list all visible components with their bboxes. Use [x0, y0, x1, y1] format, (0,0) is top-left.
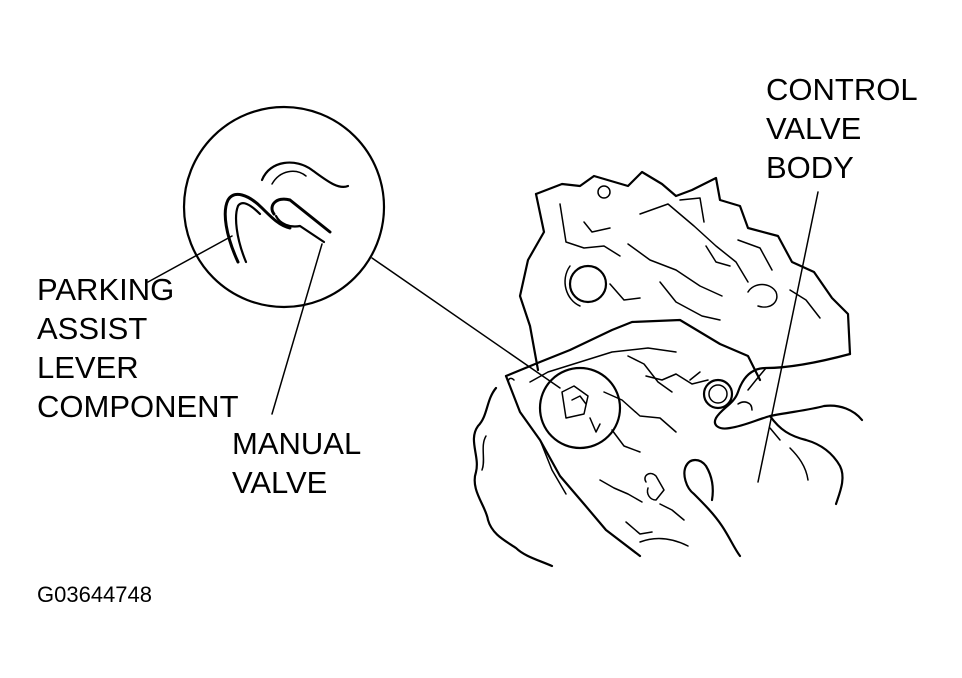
- figure-code: G03644748: [37, 582, 152, 607]
- left-hand: [683, 464, 742, 558]
- label-manual-valve: MANUAL VALVE: [232, 424, 361, 502]
- parking-lever-hook-inner: [235, 202, 262, 264]
- leader-manual-valve: [271, 243, 323, 415]
- label-line: VALVE: [766, 111, 862, 146]
- leader-parking-assist: [147, 235, 233, 283]
- label-line: VALVE: [232, 465, 328, 500]
- valve-body-plate: [504, 318, 762, 382]
- detail-circle: [182, 105, 386, 309]
- right-hand: [713, 352, 864, 430]
- label-line: MANUAL: [232, 426, 362, 461]
- label-line: BODY: [766, 150, 854, 185]
- label-line: COMPONENT: [37, 389, 239, 424]
- parking-lever-hook: [223, 192, 292, 264]
- label-line: ASSIST: [37, 311, 148, 346]
- label-control-valve-body: CONTROL VALVE BODY: [766, 70, 918, 187]
- manual-valve-curve: [260, 161, 350, 188]
- detail-location-circle: [538, 366, 622, 450]
- transmission-case-outline: [534, 170, 852, 356]
- case-left-edge: [472, 386, 554, 568]
- label-line: CONTROL: [766, 72, 918, 107]
- label-parking-assist-lever-component: PARKING ASSIST LEVER COMPONENT: [37, 270, 239, 426]
- manual-valve-rod: [270, 197, 332, 234]
- label-line: LEVER: [37, 350, 139, 385]
- label-line: PARKING: [37, 272, 175, 307]
- leader-detail-to-body: [371, 257, 561, 389]
- leader-control-valve-body: [757, 191, 819, 483]
- manual-valve-rod-lower: [274, 214, 326, 244]
- manual-valve-curve-inner: [271, 170, 307, 185]
